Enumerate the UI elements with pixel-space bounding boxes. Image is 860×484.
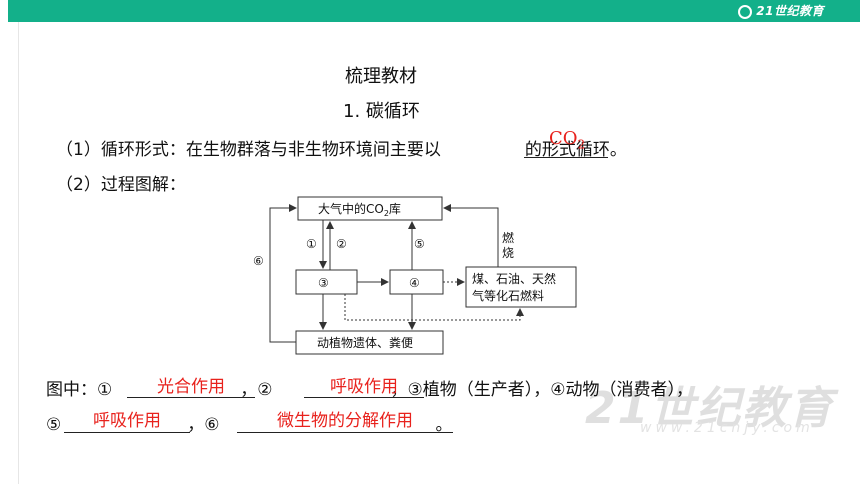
q1-line: （1）循环形式：在生物群落与非生物环境间主要以 的形式循环。 — [56, 135, 627, 160]
arrow-6-label: ⑥ — [253, 254, 264, 268]
burn-label-2: 烧 — [502, 246, 514, 260]
node3-box — [295, 269, 358, 295]
page-title: 梳理教材 — [345, 66, 417, 87]
burn-label-1: 燃 — [502, 230, 514, 245]
arrow-5-label: ⑤ — [414, 237, 425, 251]
blank-1 — [127, 397, 255, 398]
answers-end: 。 — [435, 415, 453, 435]
atmosphere-label: 大气中的CO2库 — [318, 201, 401, 218]
answers-rest: ，③植物（生产者），④动物（消费者）， — [390, 380, 693, 400]
arrow-6 — [269, 204, 297, 343]
section-title: 1. 碳循环 — [343, 101, 420, 122]
blank-6 — [237, 432, 453, 433]
arrow-3-to-fuel — [344, 294, 524, 321]
node3-label: ③ — [318, 276, 329, 290]
q1-answer: CO2 — [549, 128, 586, 152]
answer-2: 呼吸作用 — [330, 377, 398, 397]
header-bar: 21世纪教育 — [0, 0, 860, 22]
q1-blank — [524, 157, 608, 158]
watermark-url: www.21cnjy.com — [640, 420, 814, 436]
arrow-burning — [443, 204, 499, 267]
answers-sep2: ，② — [240, 380, 273, 400]
answer-1: 光合作用 — [157, 377, 225, 397]
answers-l2-prefix: ⑤ — [46, 415, 62, 435]
arrow-1-label: ① — [306, 237, 317, 251]
answers-line2: ⑤ ，⑥ 。 — [46, 410, 453, 435]
q1-suffix: 的形式循环。 — [524, 140, 627, 160]
watermark-logo: 21世纪教育 — [585, 383, 835, 434]
q1-prefix: （1）循环形式：在生物群落与非生物环境间主要以 — [56, 140, 441, 160]
arrow-2-label: ② — [336, 237, 347, 251]
answer-6: 微生物的分解作用 — [277, 411, 413, 431]
blank-5 — [64, 432, 190, 433]
logo-icon — [738, 4, 753, 19]
header-notch — [0, 0, 8, 22]
blank-2 — [304, 397, 424, 398]
logo-text: 21世纪教育 — [756, 4, 824, 18]
left-rule — [18, 22, 19, 484]
remains-label: 动植物遗体、粪便 — [317, 335, 413, 350]
answers-prefix: 图中：① — [46, 380, 113, 400]
atmosphere-box — [297, 196, 443, 221]
node4-label: ④ — [409, 276, 420, 290]
fuel-label-line2: 气等化石燃料 — [472, 288, 544, 303]
answers-line1: 图中：① ，② ，③植物（生产者），④动物（消费者）， — [46, 375, 693, 400]
fossil-fuel-box — [465, 266, 577, 308]
answers-sep6: ，⑥ — [187, 415, 220, 435]
fuel-label-line1: 煤、石油、天然 — [472, 271, 556, 286]
answer-5: 呼吸作用 — [93, 411, 161, 431]
brand-logo: 21世纪教育 — [738, 2, 824, 19]
q2-label: （2）过程图解： — [56, 175, 186, 195]
node4-box — [389, 269, 444, 295]
